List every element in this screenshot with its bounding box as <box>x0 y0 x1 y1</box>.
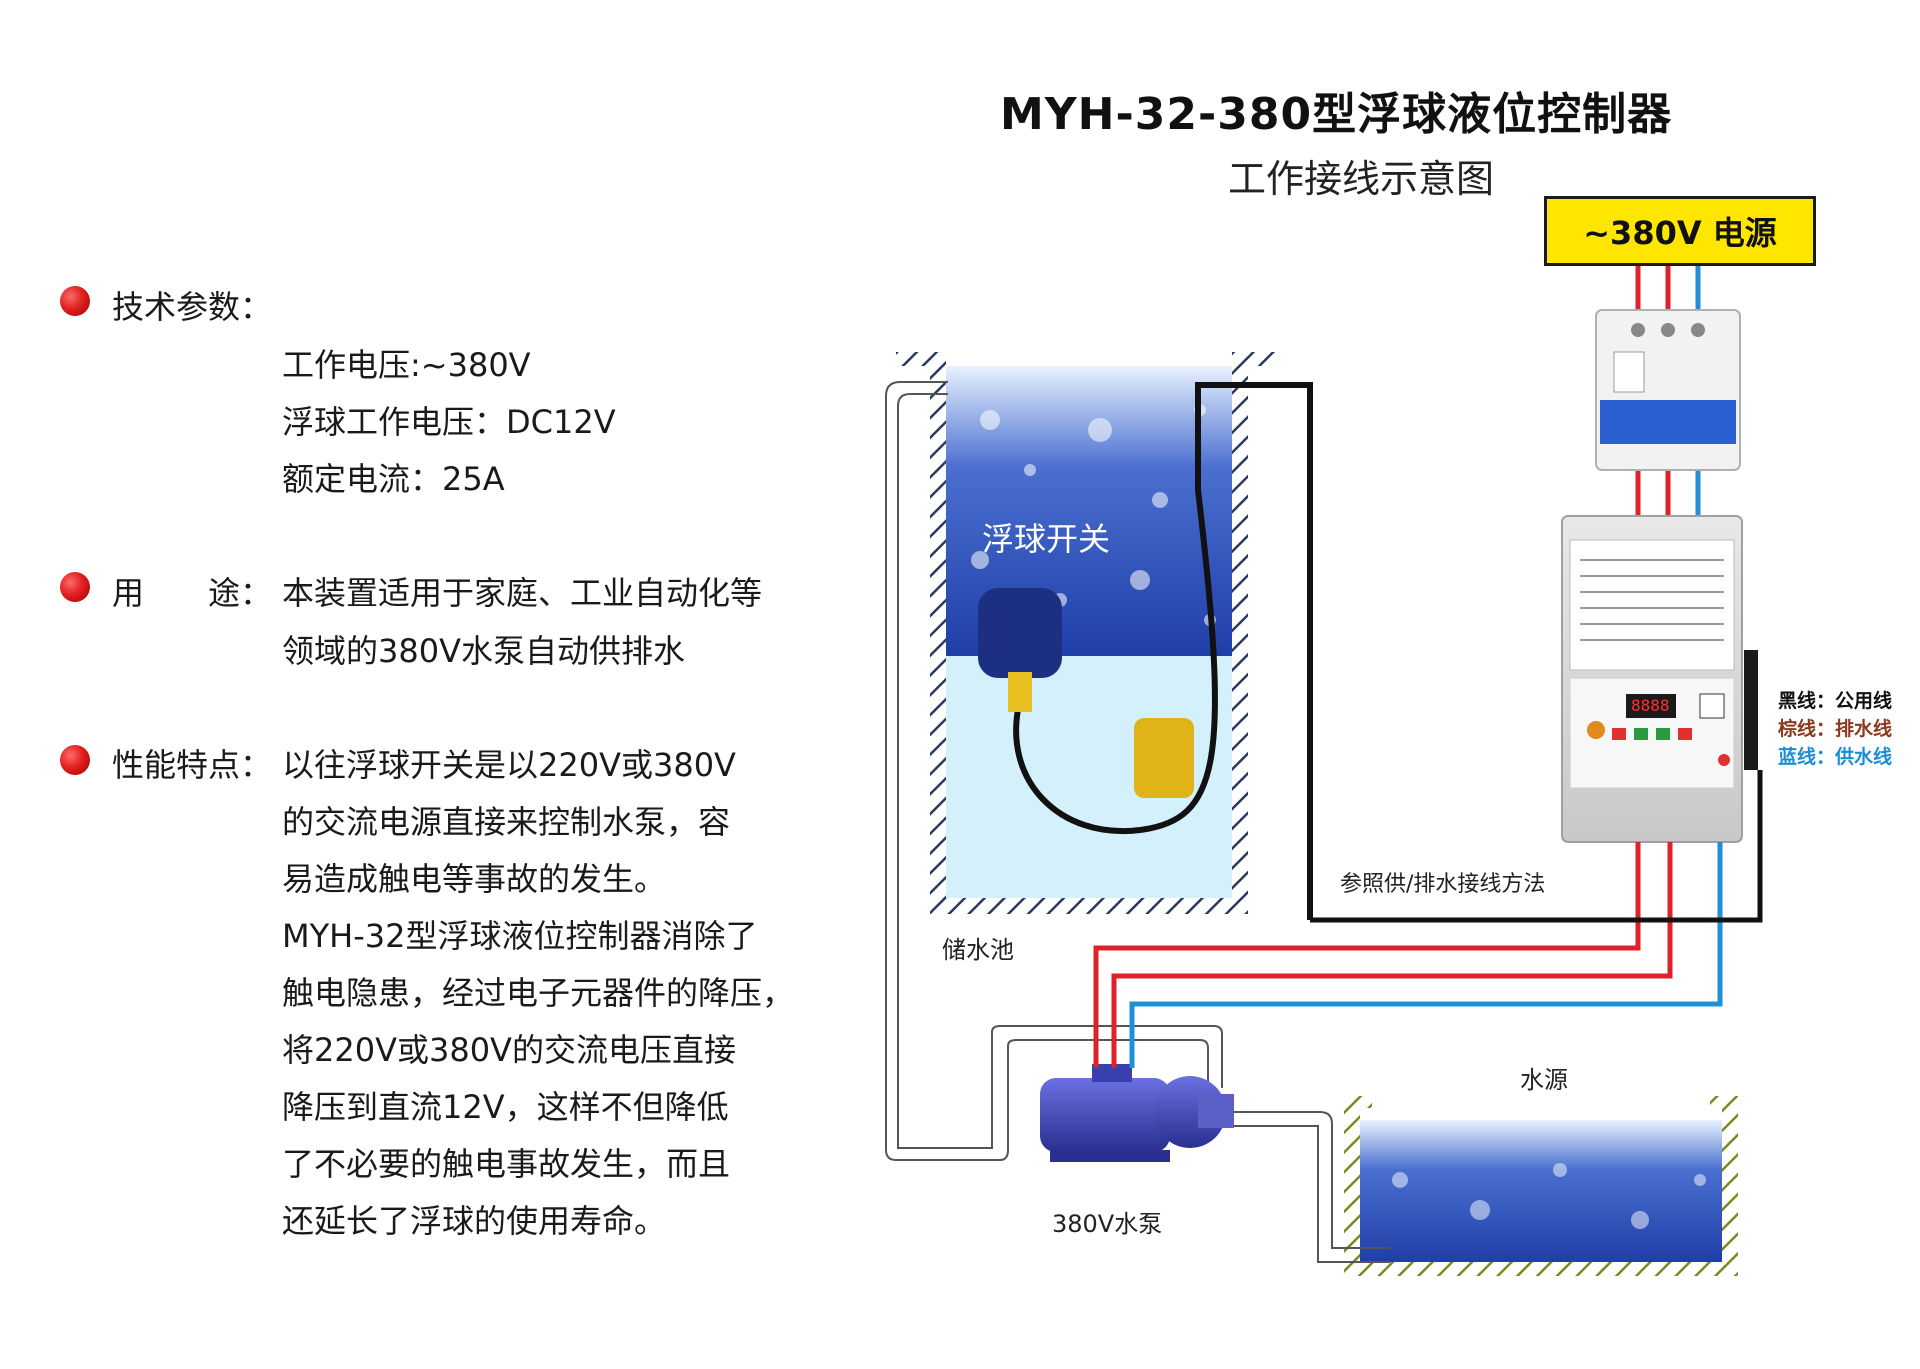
float-switch <box>978 382 1313 920</box>
spec-line: 工作电压:~380V <box>282 346 531 384</box>
feature-line: 的交流电源直接来控制水泵，容 <box>282 803 731 841</box>
feature-line: 以往浮球开关是以220V或380V <box>282 746 736 784</box>
feature-line: 易造成触电等事故的发生。 <box>282 860 667 898</box>
diagram-subtitle: 工作接线示意图 <box>1228 157 1495 201</box>
circuit-breaker-icon <box>1595 309 1741 471</box>
red-bullet-icon <box>60 745 90 775</box>
pump-label: 380V水泵 <box>1052 1210 1163 1238</box>
features-heading: 性能特点： <box>112 746 273 784</box>
power-supply-box: ~380V 电源 <box>1544 196 1816 266</box>
usage-heading: 用 途： <box>112 574 273 612</box>
float-ball-blue-icon <box>978 588 1062 678</box>
feature-line: 将220V或380V的交流电压直接 <box>282 1031 736 1069</box>
red-bullet-icon <box>60 572 90 602</box>
water-source-label: 水源 <box>1520 1066 1568 1094</box>
feature-line: 降压到直流12V，这样不但降低 <box>282 1088 729 1126</box>
water-source-pool <box>1344 1096 1738 1276</box>
feature-line: 了不必要的触电事故发生，而且 <box>282 1145 731 1183</box>
suction-pipe <box>1230 1111 1390 1263</box>
wiring-note-label: 参照供/排水接线方法 <box>1340 872 1546 897</box>
pump-wires <box>1093 770 1763 1068</box>
pump-icon <box>1040 1064 1234 1162</box>
specs-heading: 技术参数： <box>112 288 273 326</box>
legend-brown-wire: 棕线：排水线 <box>1778 718 1893 740</box>
legend-blue-wire: 蓝线：供水线 <box>1778 746 1893 768</box>
feature-line: MYH-32型浮球液位控制器消除了 <box>282 917 758 955</box>
controller-display: 8888 <box>1631 696 1670 715</box>
legend-black-wire: 黑线：公用线 <box>1778 690 1893 712</box>
diagram-title: MYH-32-380型浮球液位控制器 <box>1000 89 1673 140</box>
feature-line: 还延长了浮球的使用寿命。 <box>282 1202 667 1240</box>
usage-line: 领域的380V水泵自动供排水 <box>282 632 685 670</box>
feature-line: 触电隐患，经过电子元器件的降压， <box>282 974 795 1012</box>
inlet-pipe <box>885 381 1223 1161</box>
float-weight-icon <box>1134 718 1194 798</box>
spec-line: 额定电流：25A <box>282 460 505 498</box>
spec-line: 浮球工作电压：DC12V <box>282 403 616 441</box>
storage-tank <box>896 352 1276 914</box>
usage-line: 本装置适用于家庭、工业自动化等 <box>282 574 763 612</box>
red-bullet-icon <box>60 286 90 316</box>
controller-device <box>1561 515 1758 843</box>
float-switch-label: 浮球开关 <box>982 520 1111 558</box>
storage-tank-label: 储水池 <box>942 936 1014 964</box>
